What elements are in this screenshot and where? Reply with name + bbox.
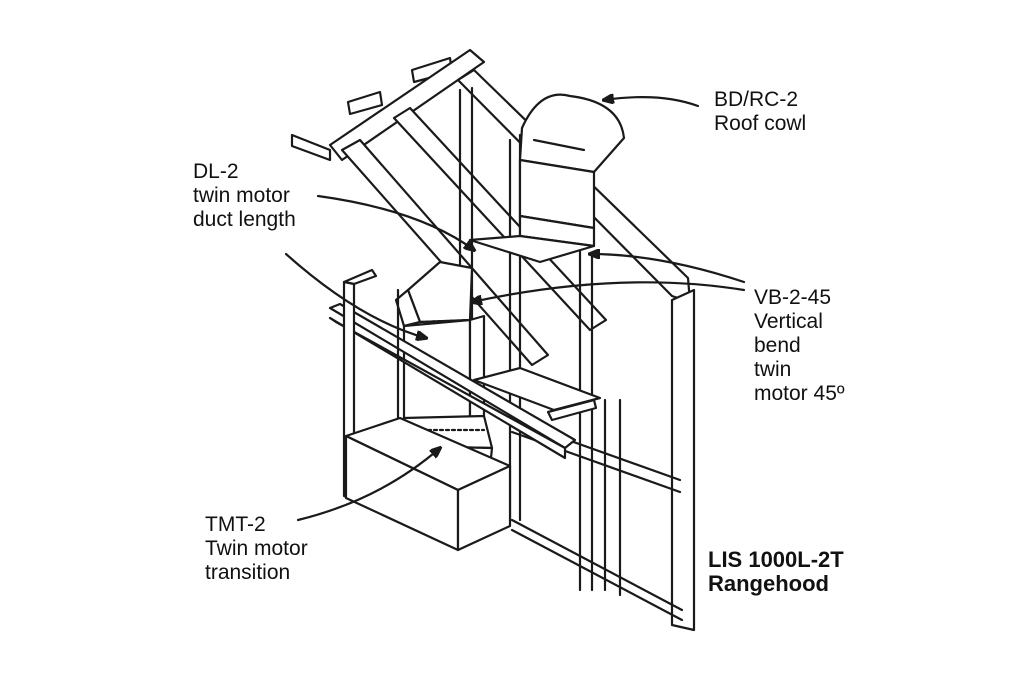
arrow-duct-length-b [284, 252, 426, 338]
label-transition: TMT-2 Twin motor transition [205, 513, 308, 585]
roof-rafter-left [290, 133, 332, 162]
label-vertical-bend-line3: twin [754, 358, 792, 381]
arrow-duct-length-a [316, 194, 474, 250]
arrow-roof-cowl [604, 97, 700, 108]
label-roof-cowl: BD/RC-2 Roof cowl [714, 88, 806, 136]
leader-lines [284, 97, 746, 522]
label-vertical-bend-code: VB-2-45 [754, 286, 832, 309]
arrow-transition [296, 448, 440, 522]
label-transition-code: TMT-2 [205, 513, 266, 536]
label-vertical-bend-line1: Vertical [754, 310, 823, 333]
label-duct-length-code: DL-2 [193, 160, 239, 183]
label-vertical-bend-line2: bend [754, 334, 801, 357]
arrow-vertical-bend-b [472, 281, 746, 302]
label-duct-length-line1: twin motor [193, 184, 290, 207]
label-vertical-bend: VB-2-45 Vertical bend twin motor 45º [754, 286, 845, 406]
label-roof-cowl-name: Roof cowl [714, 112, 807, 135]
label-transition-line1: Twin motor [205, 537, 308, 560]
roof-beam-top [328, 48, 486, 162]
cross-beams [328, 302, 602, 460]
rafter-long-2 [392, 106, 608, 332]
label-vertical-bend-line4: motor 45º [754, 382, 845, 405]
label-duct-length: DL-2 twin motor duct length [193, 160, 296, 232]
roof-purlin-upper [346, 90, 384, 116]
label-roof-cowl-code: BD/RC-2 [714, 88, 799, 111]
label-model-line1: LIS 1000L-2T [708, 547, 844, 572]
label-model-line2: Rangehood [708, 571, 829, 596]
label-transition-line2: transition [205, 561, 291, 584]
arrow-vertical-bend-a [590, 254, 746, 284]
rangehood-body [344, 416, 512, 552]
label-model: LIS 1000L-2T Rangehood [708, 548, 844, 596]
label-duct-length-line2: duct length [193, 208, 296, 231]
